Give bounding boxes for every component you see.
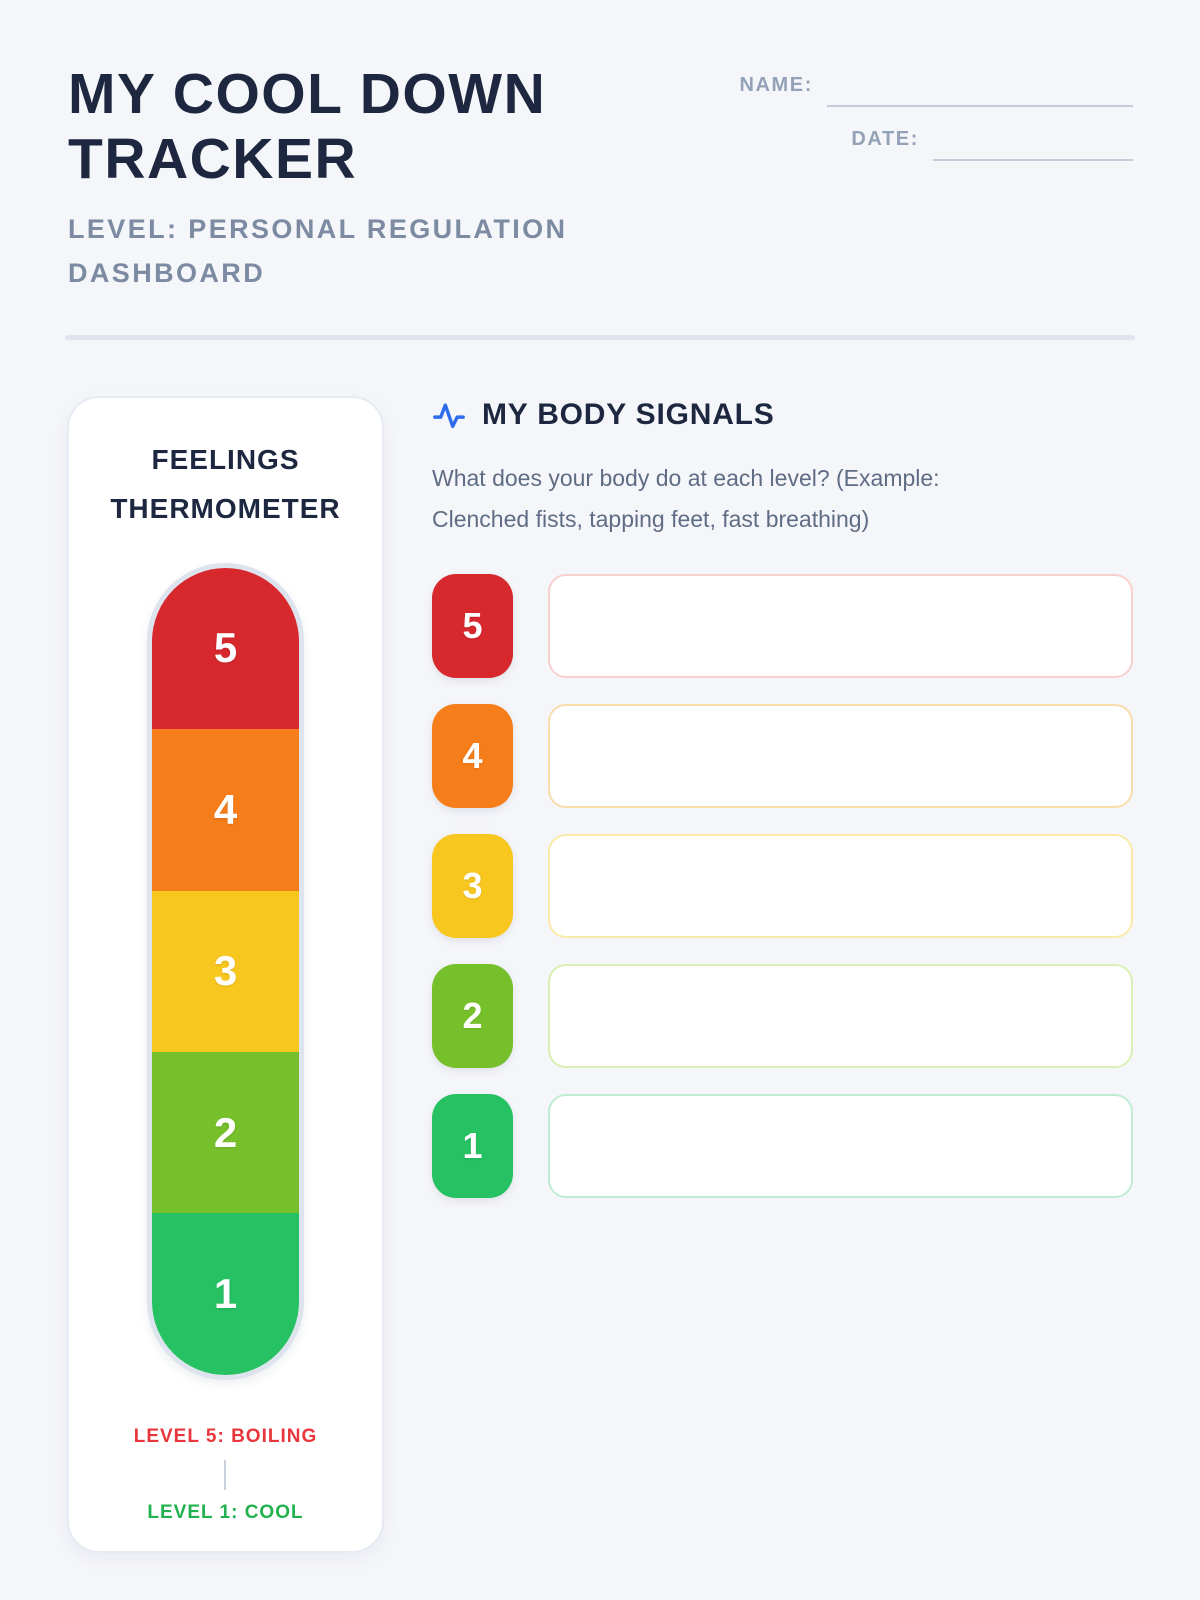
page-title-line1: MY COOL DOWN [68, 62, 547, 126]
body-signals-description: What does your body do at each level? (E… [432, 465, 940, 533]
legend-divider-line [224, 1459, 227, 1490]
name-field-row: NAME: [739, 74, 1133, 107]
thermo-segment-3-number: 3 [213, 947, 238, 995]
body-signal-input-1[interactable] [548, 1094, 1133, 1199]
signal-row-4: 4 [432, 704, 1133, 809]
body-signals-header: MY BODY SIGNALS [432, 398, 1133, 432]
thermometer-title-line1: FEELINGS [151, 444, 300, 476]
date-input[interactable] [933, 137, 1133, 161]
main-content: FEELINGS THERMOMETER 5 4 3 2 1 [0, 396, 1200, 1554]
header-divider [65, 335, 1135, 341]
thermo-segment-5-number: 5 [213, 624, 238, 672]
body-signals-title: MY BODY SIGNALS [482, 398, 775, 432]
thermometer-capsule: 5 4 3 2 1 [147, 562, 304, 1380]
legend-boiling-label: LEVEL 5: BOILING [133, 1425, 318, 1447]
legend-cool-label: LEVEL 1: COOL [147, 1501, 304, 1523]
body-signals-section: MY BODY SIGNALS What does your body do a… [432, 396, 1133, 1224]
body-signal-input-5[interactable] [548, 574, 1133, 679]
page-subtitle: LEVEL: PERSONAL REGULATION DASHBOARD [68, 213, 568, 288]
body-signal-input-3[interactable] [548, 834, 1133, 939]
activity-pulse-icon [433, 403, 465, 429]
page-title-line2: TRACKER [68, 126, 358, 191]
body-signal-input-2[interactable] [548, 964, 1133, 1069]
signal-row-2: 2 [432, 964, 1133, 1069]
thermometer-title-line2: THERMOMETER [110, 492, 341, 524]
body-signal-input-4[interactable] [548, 704, 1133, 809]
signal-row-3: 3 [432, 834, 1133, 939]
date-field-row: DATE: [851, 128, 1133, 161]
level-badge-2: 2 [432, 964, 513, 1069]
feelings-thermometer-card: FEELINGS THERMOMETER 5 4 3 2 1 [67, 396, 384, 1554]
page-header: MY COOL DOWN TRACKER LEVEL: PERSONAL REG… [0, 0, 1200, 295]
thermometer-legend: LEVEL 5: BOILING LEVEL 1: COOL [134, 1426, 318, 1524]
thermo-segment-1-number: 1 [213, 1270, 238, 1318]
thermometer-title: FEELINGS THERMOMETER [110, 436, 340, 532]
thermo-segment-2: 2 [152, 1051, 299, 1214]
name-label: NAME: [739, 74, 813, 96]
thermo-segment-1: 1 [152, 1213, 299, 1375]
level-badge-5: 5 [432, 574, 513, 679]
page-title: MY COOL DOWN TRACKER [68, 62, 1133, 192]
thermo-segment-5: 5 [152, 567, 299, 730]
level-badge-1: 1 [432, 1094, 513, 1199]
thermo-segment-4-number: 4 [213, 785, 238, 833]
name-input[interactable] [827, 83, 1133, 107]
level-badge-3: 3 [432, 834, 513, 939]
signal-row-1: 1 [432, 1094, 1133, 1199]
thermo-segment-3: 3 [152, 890, 299, 1052]
thermo-segment-4: 4 [152, 729, 299, 891]
date-label: DATE: [851, 128, 919, 150]
signal-row-5: 5 [432, 574, 1133, 679]
body-signals-rows: 5 4 3 2 1 [432, 574, 1133, 1199]
level-badge-4: 4 [432, 704, 513, 809]
thermo-segment-2-number: 2 [213, 1108, 238, 1156]
